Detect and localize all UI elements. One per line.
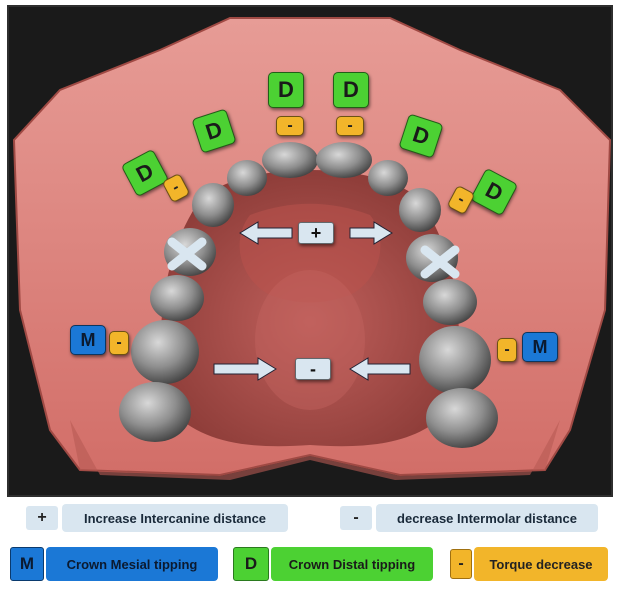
legend-mesial-symbol: M (10, 547, 44, 581)
tooth-lateral-right (368, 160, 408, 196)
tooth-molar1-left (131, 320, 199, 384)
arrow-intercanine-left (239, 221, 293, 245)
extraction-mark-left (167, 237, 207, 271)
mesial-tag-molar-right: M (522, 332, 558, 362)
legend-torque-label: Torque decrease (474, 547, 608, 581)
legend-increase-label: Increase Intercanine distance (62, 504, 288, 532)
legend-decrease-label: decrease Intermolar distance (376, 504, 598, 532)
arrow-intermolar-right (349, 357, 411, 381)
torque-tag-molar-left: - (109, 331, 129, 355)
legend-torque-symbol: - (450, 549, 472, 579)
distal-tag-central-right: D (333, 72, 369, 108)
tooth-molar2-right (426, 388, 498, 448)
arrow-intercanine-right (349, 221, 393, 245)
tooth-premolar2-left (150, 275, 204, 321)
tooth-molar2-left (119, 382, 191, 442)
tooth-premolar2-right (423, 279, 477, 325)
tooth-canine-right (399, 188, 441, 232)
increase-symbol: + (298, 222, 334, 244)
tooth-molar1-right (419, 326, 491, 394)
tooth-lateral-left (227, 160, 267, 196)
legend-increase-symbol: + (26, 506, 58, 530)
legend-decrease-symbol: - (340, 506, 372, 530)
legend-mesial-label: Crown Mesial tipping (46, 547, 218, 581)
legend-distal-symbol: D (233, 547, 269, 581)
legend-distal-label: Crown Distal tipping (271, 547, 433, 581)
extraction-mark-right (420, 245, 460, 279)
tooth-incisor-right (316, 142, 372, 178)
torque-tag-central-left: - (276, 116, 304, 136)
tooth-canine-left (192, 183, 234, 227)
tooth-incisor-left (262, 142, 318, 178)
torque-tag-central-right: - (336, 116, 364, 136)
distal-tag-central-left: D (268, 72, 304, 108)
palate (161, 170, 459, 447)
decrease-symbol: - (295, 358, 331, 380)
torque-tag-molar-right: - (497, 338, 517, 362)
mesial-tag-molar-left: M (70, 325, 106, 355)
arrow-intermolar-left (213, 357, 277, 381)
